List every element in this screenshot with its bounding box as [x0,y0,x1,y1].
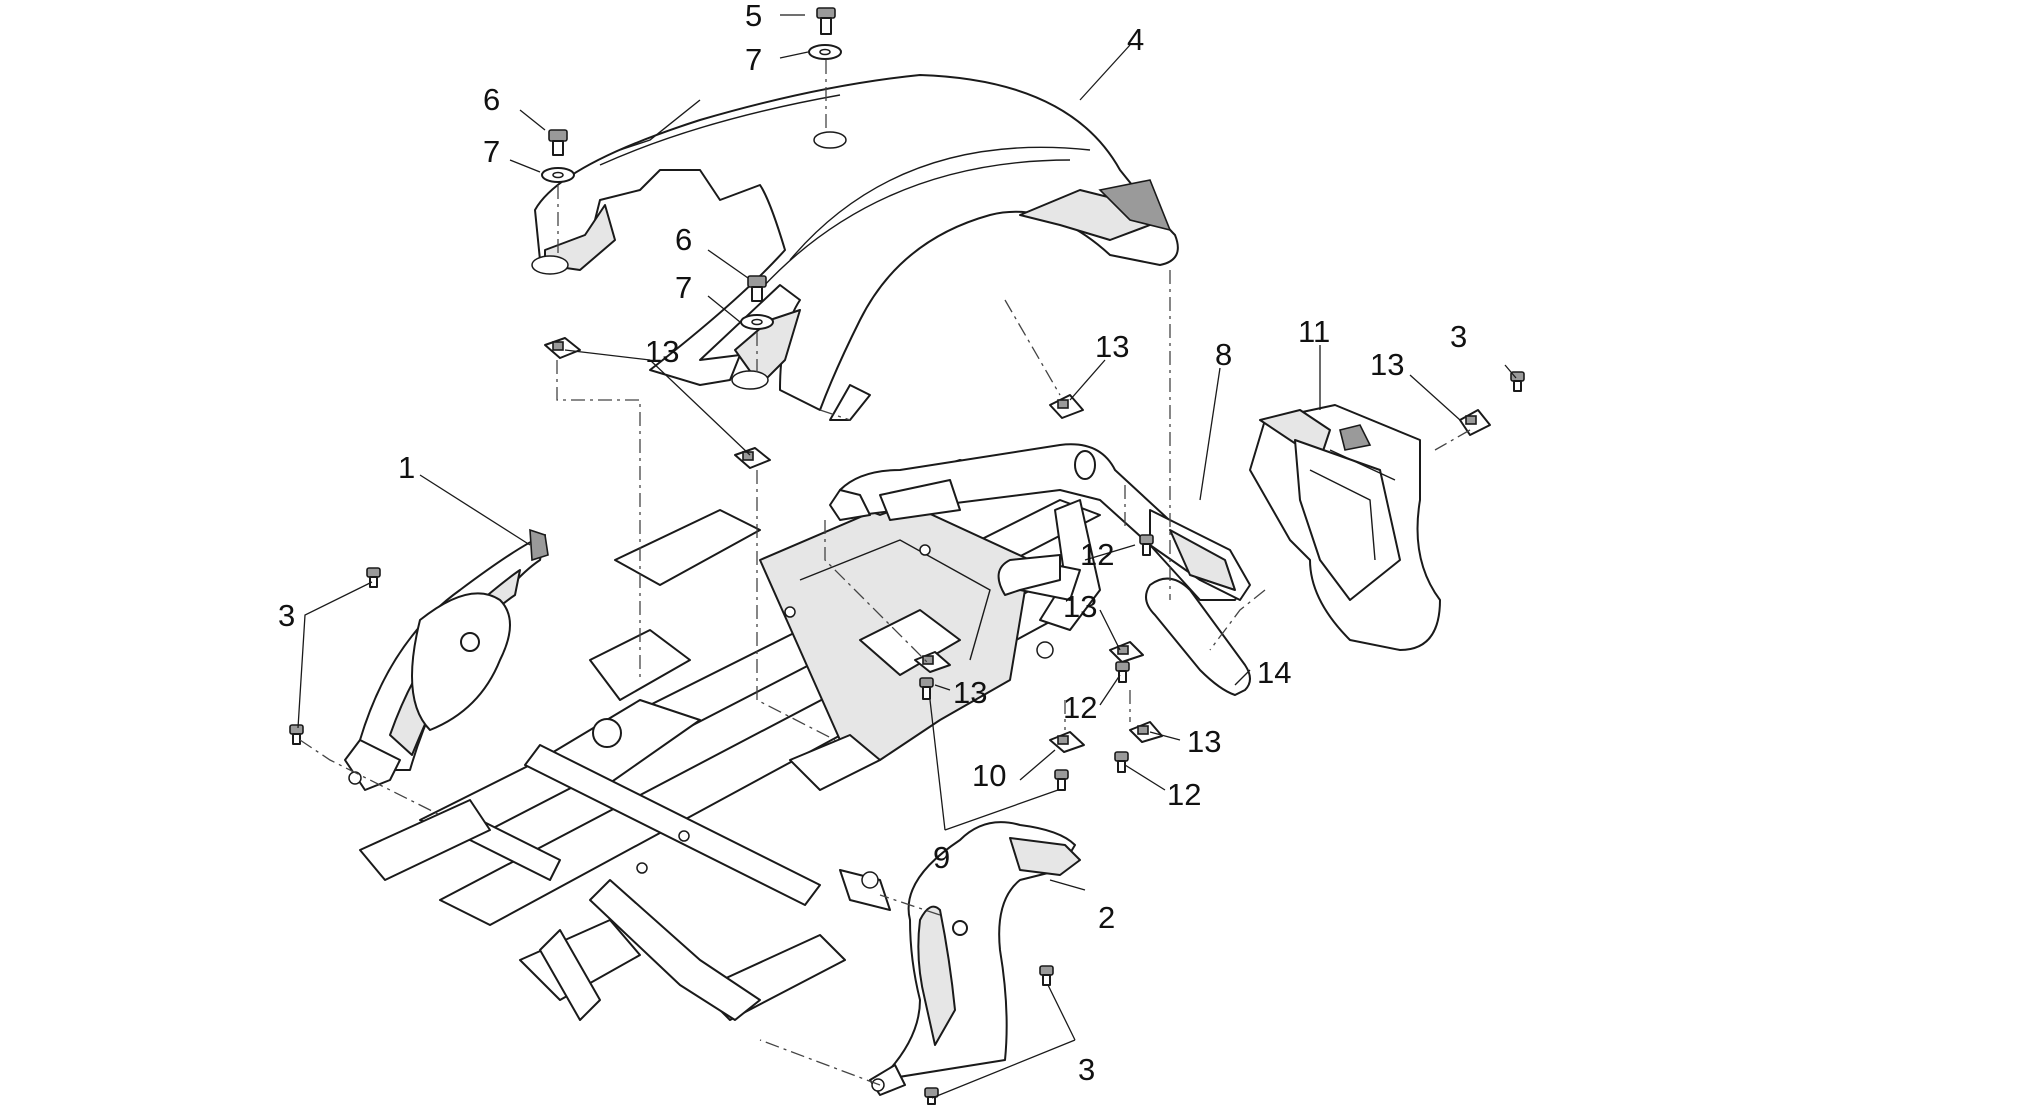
callouts: 1 2 3 3 3 4 5 6 6 7 7 7 8 9 10 11 12 12 … [278,0,1467,1087]
callout-3-right: 3 [1450,319,1467,354]
callout-12-lower: 12 [1167,777,1201,812]
callout-10: 10 [972,758,1006,793]
screw-5 [816,7,836,35]
washer-7-left [541,167,575,183]
clip-13-center [734,447,771,469]
callout-4: 4 [1127,22,1144,57]
callout-13-right: 13 [1370,347,1404,382]
assembly-lines [299,60,1471,1086]
callout-9: 9 [933,840,950,875]
rear-fender [531,74,1179,421]
callout-13-lower: 13 [953,675,987,710]
washer-7-top [808,44,842,60]
callout-5: 5 [745,0,762,33]
callout-13-flap: 13 [1187,724,1221,759]
callout-7-top: 7 [745,42,762,77]
screw-3-right-upper [1510,371,1525,392]
screw-3-bottom-b [924,1087,939,1105]
clip-13-lower [914,651,951,673]
screw-6-center [747,275,767,302]
callout-6-center: 6 [675,222,692,257]
washer-7-center [740,314,774,330]
clip-13-right [1459,409,1491,436]
grab-handle [829,443,1251,631]
side-cover-left [344,528,549,791]
clip-13-mid [1049,394,1084,419]
screw-3-bottom-a [1039,965,1054,986]
screw-9 [919,677,934,700]
screw-12-upper [1139,534,1154,556]
callout-12-upper: 12 [1080,537,1114,572]
callout-13-mid: 13 [1095,329,1129,364]
callout-3-left: 3 [278,598,295,633]
callout-2: 2 [1098,900,1115,935]
callout-13-left: 13 [645,334,679,369]
callout-1: 1 [398,450,415,485]
screw-12-lower [1114,751,1129,773]
clip-13-left [544,337,581,359]
callout-12-mid: 12 [1063,690,1097,725]
callout-11: 11 [1298,314,1330,349]
callout-13-rail: 13 [1063,589,1097,624]
mud-flap [1145,577,1251,696]
callout-14: 14 [1257,655,1291,690]
callout-6-left: 6 [483,82,500,117]
license-plate-holder [1249,404,1441,651]
screw-3-left-upper [366,567,381,588]
clip-13-bottom [1049,731,1085,753]
callout-3-bottom: 3 [1078,1052,1095,1087]
callout-7-left: 7 [483,134,500,169]
screw-10 [1054,769,1069,791]
side-cover-right [869,821,1081,1096]
callout-8: 8 [1215,337,1232,372]
screw-3-left-lower [289,724,304,745]
screw-6-left [548,129,568,156]
leader-lines [297,14,1517,1099]
clip-13-rail [1109,641,1144,663]
clip-13-flap [1129,721,1163,743]
callout-7-center: 7 [675,270,692,305]
